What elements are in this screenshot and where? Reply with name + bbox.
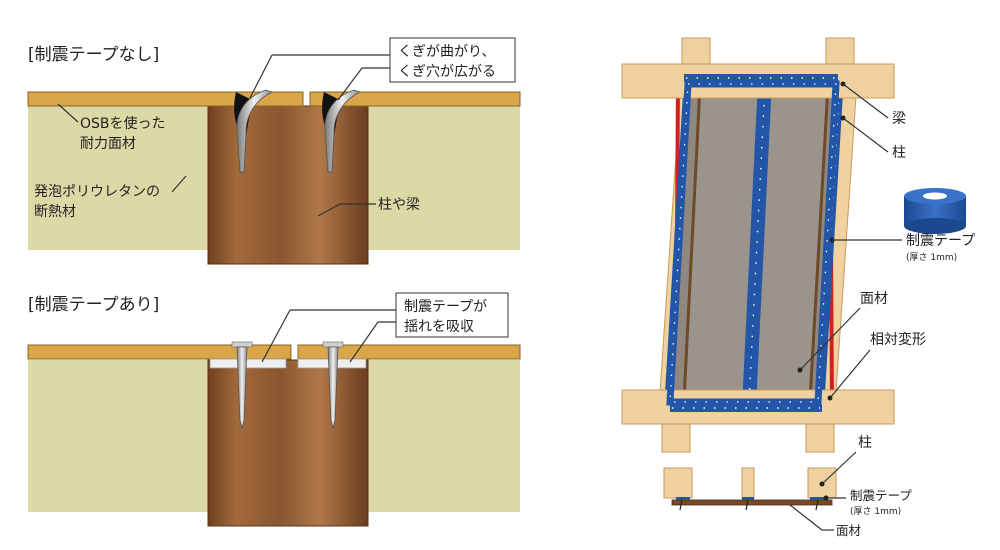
svg-text:揺れを吸収: 揺れを吸収 — [404, 319, 474, 335]
panel-label: 面材 — [860, 291, 888, 307]
bent-nail-left — [236, 89, 274, 173]
plan-post-label: 柱 — [858, 435, 872, 451]
osb-panel-right — [309, 91, 521, 107]
plan-panel — [671, 499, 833, 506]
plan-post-middle — [741, 467, 755, 499]
svg-text:耐力面材: 耐力面材 — [80, 136, 136, 152]
deformation-label: 相対変形 — [870, 331, 926, 348]
wall-frame: 梁 柱 制震テープ (厚さ 1mm) 面材 相対変形 — [621, 37, 975, 453]
plan-tape-label: 制震テープ — [850, 488, 912, 503]
beam-label: 梁 — [892, 111, 906, 127]
post-beam-label: 柱や梁 — [378, 197, 420, 213]
insulation-label: 発泡ポリウレタンの — [34, 184, 160, 200]
svg-text:くぎが曲がり、: くぎが曲がり、 — [398, 44, 495, 60]
osb-panel-right-2 — [297, 344, 521, 360]
svg-text:制震テープが: 制震テープが — [404, 299, 487, 315]
osb-panel-left — [27, 91, 304, 107]
title-with-tape: [制震テープあり] — [28, 295, 159, 315]
post-beam — [207, 105, 369, 265]
bent-nail-right — [324, 89, 362, 173]
tape-roll-icon — [904, 188, 966, 234]
tape-label: 制震テープ — [906, 233, 975, 249]
nail-left — [231, 341, 253, 429]
svg-text:断熱材: 断熱材 — [34, 204, 76, 220]
middle-stud — [742, 80, 772, 406]
title-without-tape: [制震テープなし] — [28, 45, 159, 65]
nail-right — [322, 341, 344, 429]
osb-panel-left-2 — [27, 344, 292, 360]
frame-post-label: 柱 — [892, 145, 906, 161]
tape-thickness: (厚さ 1mm) — [906, 252, 957, 263]
plan-post-left — [663, 467, 693, 499]
plan-panel-label: 面材 — [836, 523, 861, 538]
section-with-tape: [制震テープあり] 制震テープが 揺れを吸収 — [27, 292, 521, 527]
osb-label: OSBを使った — [80, 115, 166, 132]
plan-tape-thickness: (厚さ 1mm) — [850, 506, 901, 517]
plan-section: 柱 制震テープ (厚さ 1mm) 面材 — [663, 435, 912, 538]
damping-tape-strip-left — [209, 358, 287, 369]
callout-tape-absorbs: 制震テープが 揺れを吸収 — [261, 292, 509, 363]
callout-nail-bent: くぎが曲がり、 くぎ穴が広がる — [249, 37, 516, 101]
svg-text:くぎ穴が広がる: くぎ穴が広がる — [398, 64, 496, 80]
section-without-tape: [制震テープなし] くぎが曲がり、 くぎ穴が広がる OSBを使った 耐力面材 発… — [27, 37, 521, 265]
post-beam-2 — [207, 359, 369, 527]
